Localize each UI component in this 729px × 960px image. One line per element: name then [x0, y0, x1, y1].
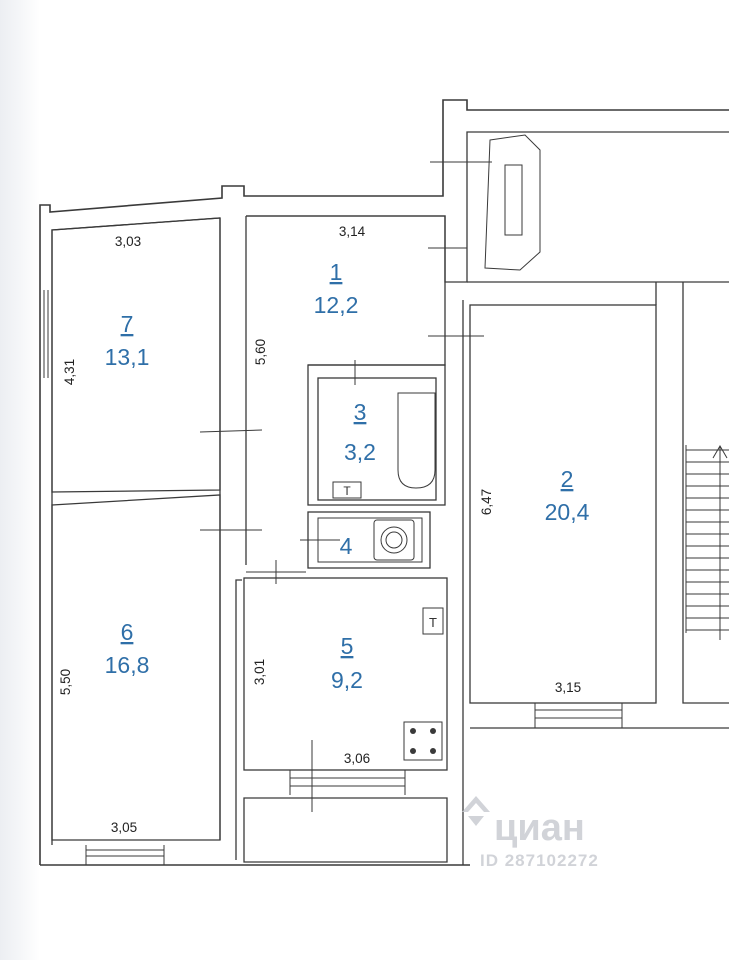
room-3-number: 3 — [354, 399, 367, 425]
outer-walls — [39, 99, 729, 866]
dim-r6-left: 5,50 — [58, 669, 73, 695]
dim-r7-left: 4,31 — [62, 359, 77, 385]
watermark-id: ID 287102272 — [480, 851, 599, 870]
room-2-area: 20,4 — [545, 499, 590, 525]
washing-machine-icon — [373, 519, 415, 561]
dimension-labels: 3,03 4,31 3,14 5,60 6,47 3,15 5,50 3,05 … — [58, 224, 581, 835]
room-labels: 7 13,1 1 12,2 3 3,2 4 2 20,4 6 16,8 5 9,… — [105, 259, 590, 693]
room-6 — [51, 494, 221, 865]
watermark: циан ID 287102272 — [462, 796, 599, 870]
room-2 — [462, 282, 729, 865]
room-7-area: 13,1 — [105, 344, 150, 370]
room-5-kitchen: T — [243, 577, 448, 863]
room-2-number: 2 — [561, 466, 574, 492]
bathtub-icon — [397, 392, 436, 489]
bath-heater-label: T — [343, 484, 351, 498]
dim-r1-top: 3,14 — [339, 224, 366, 239]
kitchen-heater-label: T — [429, 615, 437, 630]
room-3-bathroom: T — [307, 360, 446, 506]
room-1-number: 1 — [330, 259, 343, 285]
room-7-number: 7 — [121, 311, 134, 337]
dim-r6-bottom: 3,05 — [111, 820, 137, 835]
room-4-number: 4 — [340, 533, 353, 559]
dim-r2-bottom: 3,15 — [555, 680, 581, 695]
watermark-brand: циан — [494, 807, 585, 849]
dim-r5-bottom: 3,06 — [344, 751, 370, 766]
room-5-area: 9,2 — [331, 667, 363, 693]
room-5-number: 5 — [341, 633, 354, 659]
stove-icon — [403, 721, 443, 761]
dim-r2-left: 6,47 — [479, 489, 494, 515]
radiator-icon — [422, 607, 444, 635]
stairs-icon — [685, 445, 729, 640]
partition-walls — [199, 216, 263, 860]
radiator-icon — [332, 481, 362, 499]
room-3-area: 3,2 — [344, 439, 376, 465]
dim-r1-left: 5,60 — [253, 339, 268, 365]
room-4 — [300, 511, 431, 569]
dim-r7-top: 3,03 — [115, 234, 141, 249]
cian-logo-icon — [462, 796, 490, 826]
room-6-area: 16,8 — [105, 652, 150, 678]
entrance-area — [430, 134, 541, 271]
room-1-area: 12,2 — [314, 292, 359, 318]
room-6-number: 6 — [121, 619, 134, 645]
dim-r5-left: 3,01 — [252, 659, 267, 685]
